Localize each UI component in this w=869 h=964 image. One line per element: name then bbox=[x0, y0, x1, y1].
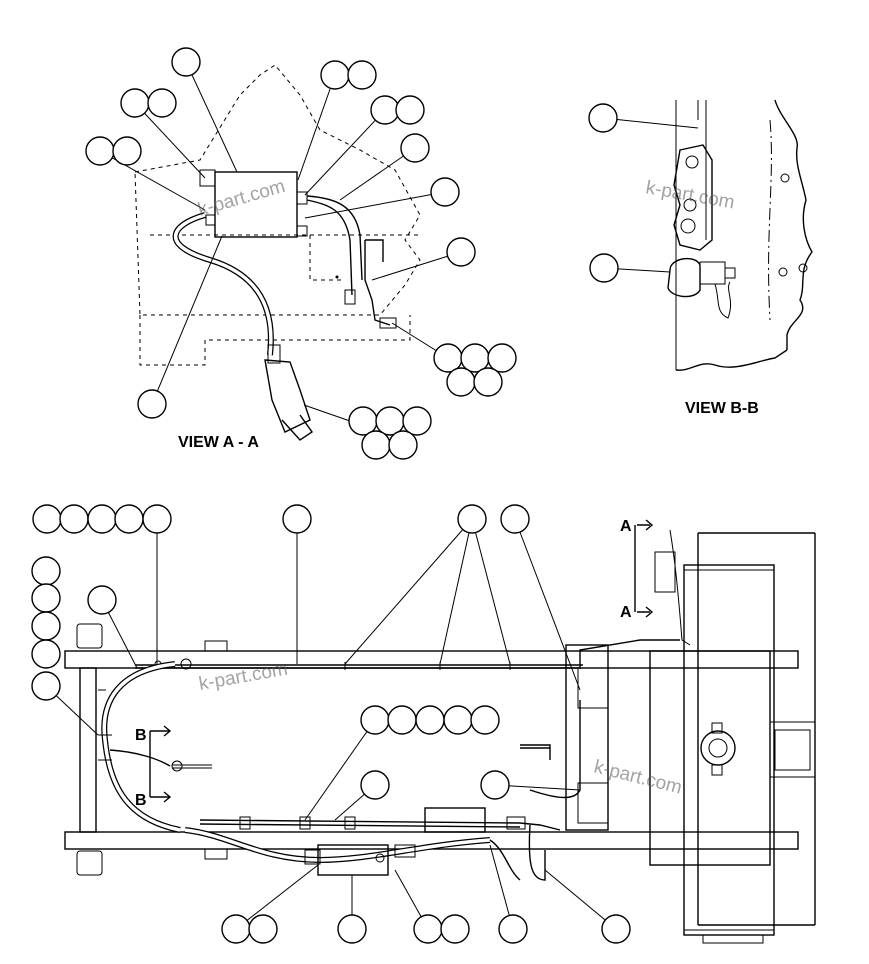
callout-bubble bbox=[31, 611, 61, 641]
callout-bubble bbox=[142, 504, 172, 534]
callout-bubble bbox=[402, 406, 432, 436]
callout-bubble bbox=[443, 705, 473, 735]
callout-bubble bbox=[500, 504, 530, 534]
main-frame-view: A A B B bbox=[31, 504, 816, 944]
callout-bubble bbox=[370, 95, 400, 125]
callout-bubble bbox=[31, 556, 61, 586]
view-b-label: VIEW B-B bbox=[685, 400, 759, 417]
callout-bubble bbox=[395, 95, 425, 125]
callout-bubble bbox=[85, 136, 115, 166]
mounting-bracket bbox=[673, 144, 713, 251]
callout-bubble bbox=[360, 770, 390, 800]
callout-bubble bbox=[120, 88, 150, 118]
switch bbox=[667, 257, 701, 298]
watermark: k-part.com bbox=[197, 659, 289, 695]
callout-bubble bbox=[470, 705, 500, 735]
watermark: k-part.com bbox=[644, 177, 736, 213]
callout-bubble bbox=[446, 237, 476, 267]
valve-block-upper bbox=[424, 807, 486, 833]
callout-bubble bbox=[480, 770, 510, 800]
callout-bubble bbox=[320, 60, 350, 90]
callout-bubble bbox=[361, 430, 391, 460]
callout-bubble bbox=[473, 367, 503, 397]
view-a-a: VIEW A - A k-part.com bbox=[85, 47, 517, 460]
callout-bubble bbox=[221, 914, 251, 944]
view-b-b: VIEW B-B k-part.com bbox=[588, 99, 813, 417]
callout-bubble bbox=[588, 103, 618, 133]
callout-bubble bbox=[430, 177, 460, 207]
callout-bubble bbox=[446, 367, 476, 397]
valve-block-lower bbox=[317, 844, 389, 876]
callout-bubble bbox=[87, 504, 117, 534]
callout-bubble bbox=[59, 504, 89, 534]
callout-bubble bbox=[147, 88, 177, 118]
section-b-bottom: B bbox=[135, 792, 147, 809]
callout-bubble bbox=[114, 504, 144, 534]
callout-bubble bbox=[440, 914, 470, 944]
section-a-bottom: A bbox=[620, 604, 632, 621]
callout-bubble bbox=[601, 914, 631, 944]
callout-bubble bbox=[415, 705, 445, 735]
callout-bubble bbox=[347, 60, 377, 90]
callout-bubble bbox=[31, 671, 61, 701]
plug-connector bbox=[264, 359, 311, 433]
radiator bbox=[565, 644, 609, 831]
view-a-label: VIEW A - A bbox=[178, 434, 259, 451]
watermark: k-part.com bbox=[592, 756, 684, 798]
callout-bubble bbox=[248, 914, 278, 944]
callout-bubble bbox=[137, 389, 167, 419]
callout-bubble bbox=[31, 639, 61, 669]
callout-bubble bbox=[388, 430, 418, 460]
callout-bubble bbox=[171, 47, 201, 77]
callout-bubble bbox=[400, 133, 430, 163]
callout-bubble bbox=[32, 504, 62, 534]
section-b-top: B bbox=[135, 727, 147, 744]
callout-bubble bbox=[413, 914, 443, 944]
callout-bubble bbox=[457, 504, 487, 534]
watermark: k-part.com bbox=[196, 176, 288, 221]
callout-bubble bbox=[112, 136, 142, 166]
callout-bubble bbox=[31, 583, 61, 613]
callout-bubble bbox=[487, 343, 517, 373]
section-a-top: A bbox=[620, 518, 632, 535]
callout-bubble bbox=[360, 705, 390, 735]
callout-bubble bbox=[337, 914, 367, 944]
callout-bubble bbox=[498, 914, 528, 944]
callout-bubble bbox=[387, 705, 417, 735]
callout-bubble bbox=[589, 253, 619, 283]
callout-bubble bbox=[282, 504, 312, 534]
callout-bubble bbox=[87, 585, 117, 615]
